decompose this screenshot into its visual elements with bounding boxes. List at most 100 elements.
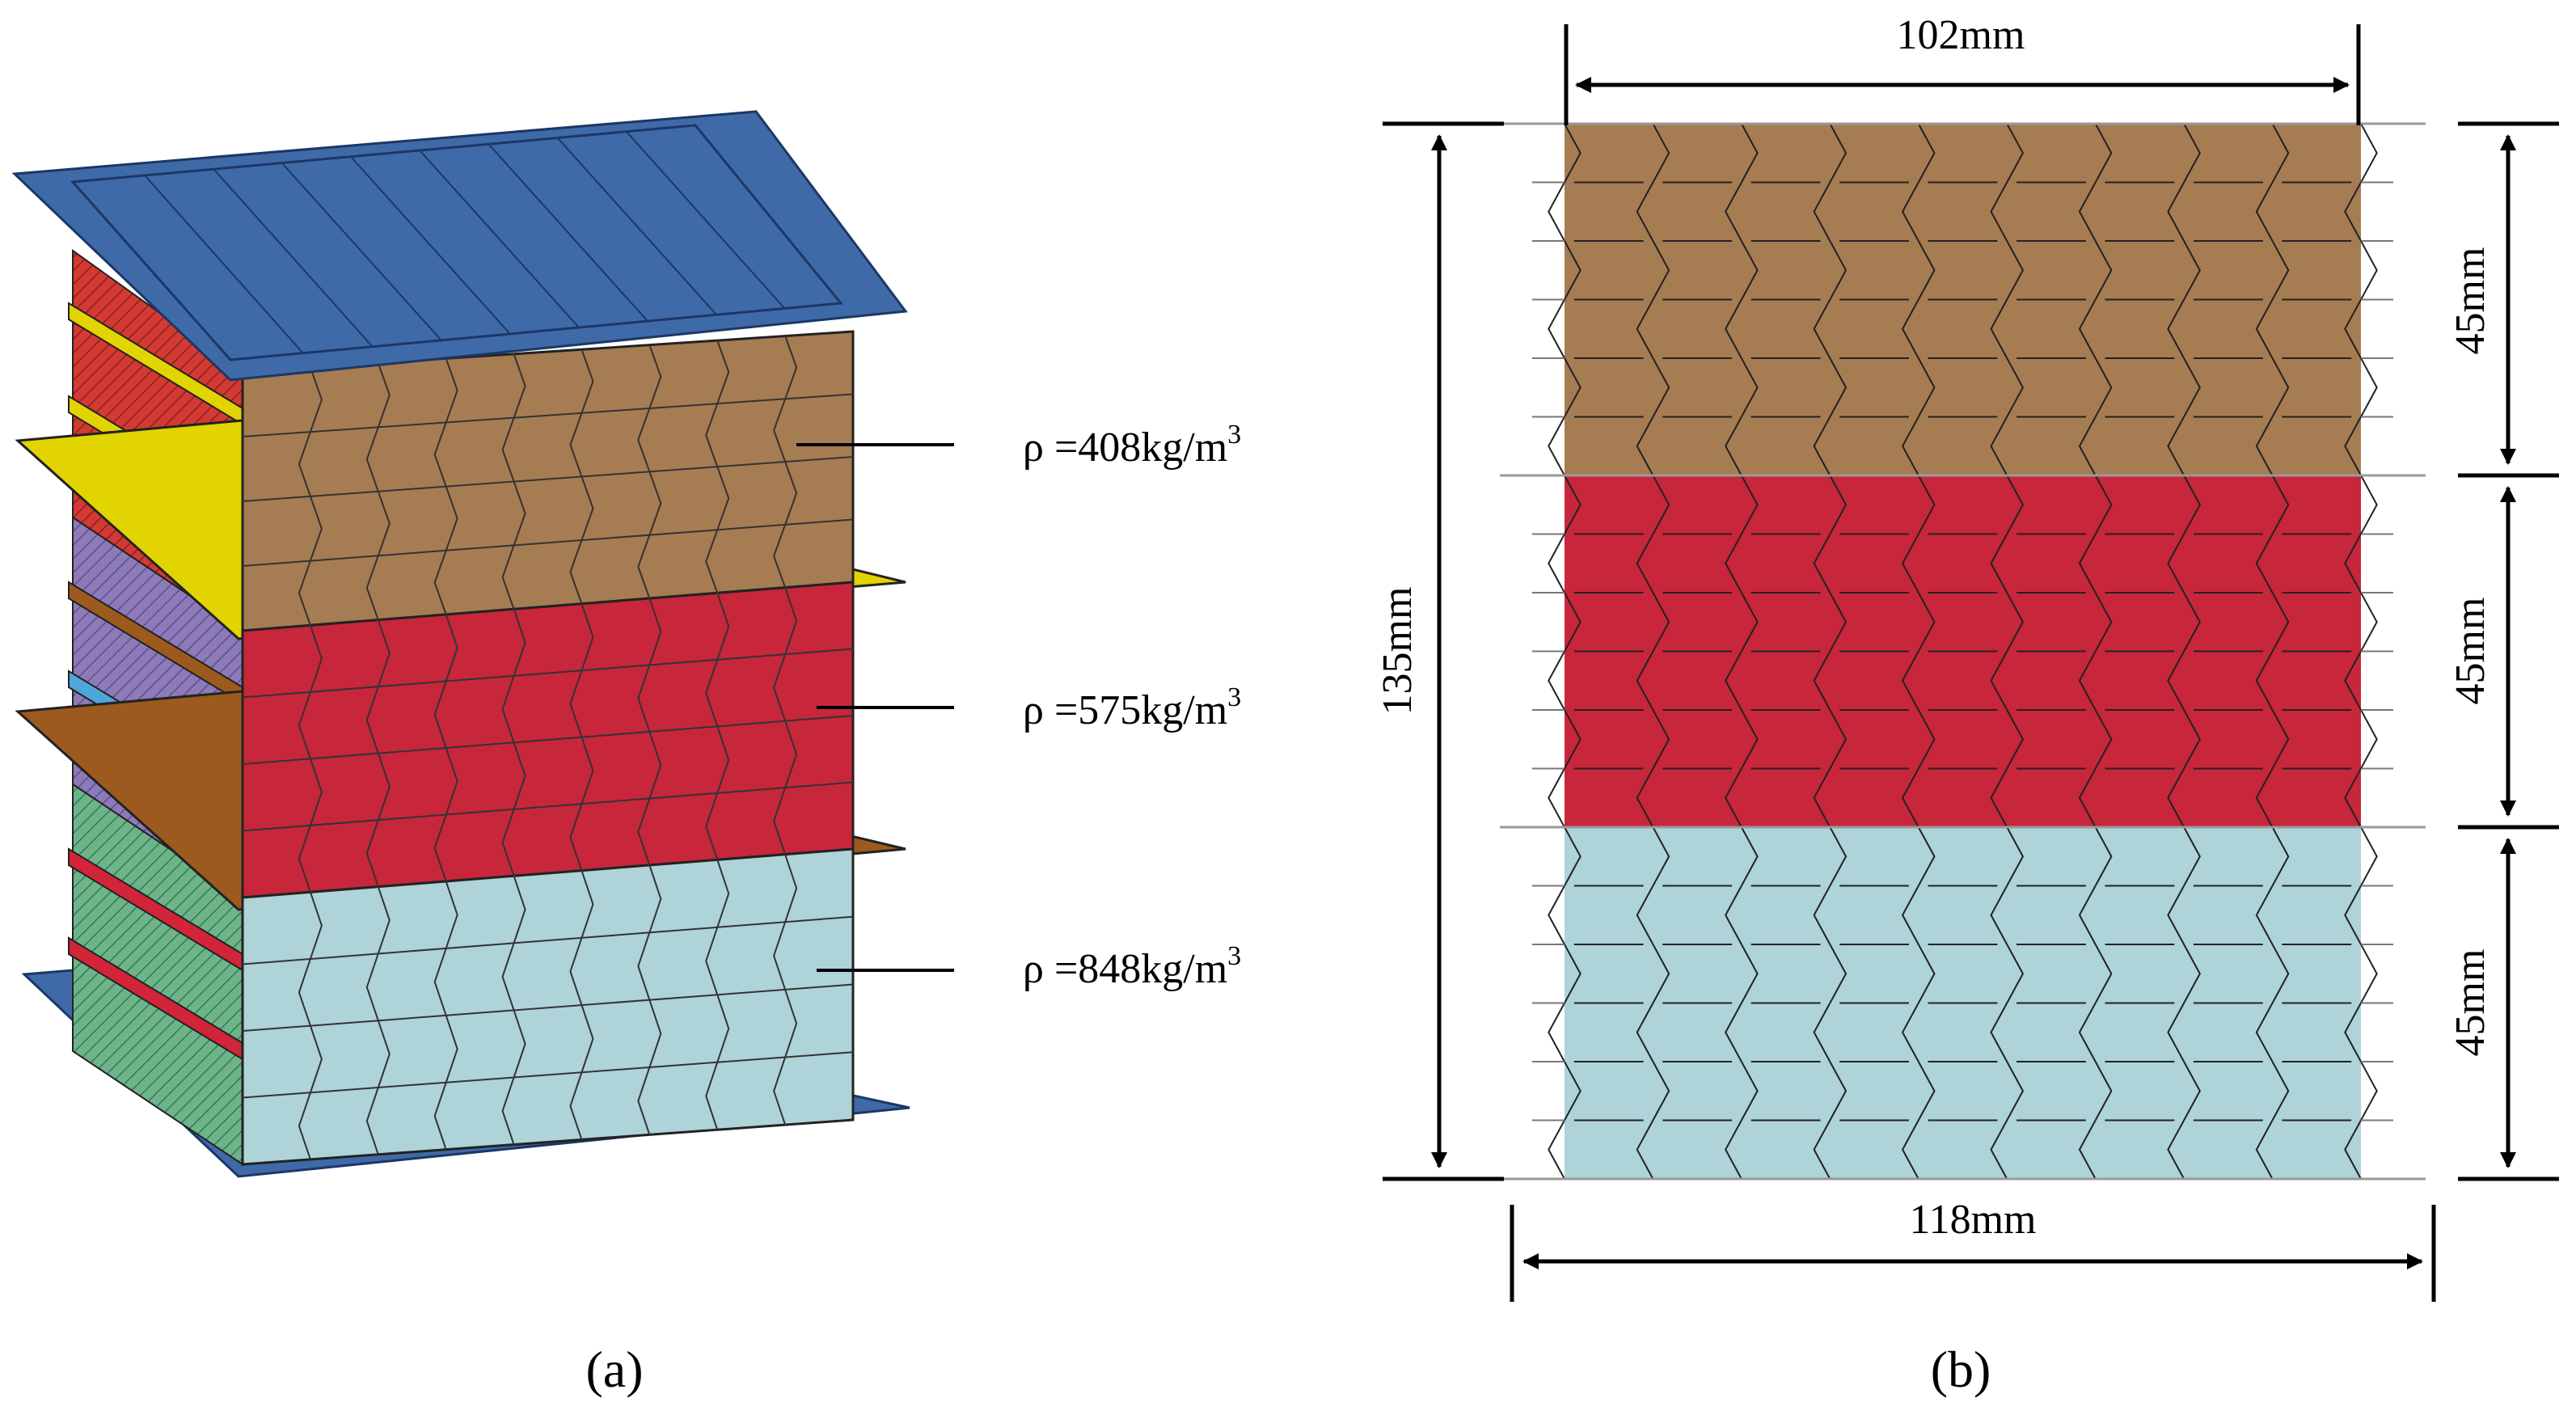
cell-wall xyxy=(2360,826,2378,886)
cell-wall xyxy=(2183,1061,2201,1121)
face-col-wall xyxy=(433,881,458,1150)
cell-wall xyxy=(1652,944,1670,1003)
cell-wall xyxy=(2344,416,2362,476)
face-col-wall xyxy=(365,619,391,887)
cell-wall xyxy=(2360,592,2378,652)
cell-wall xyxy=(1636,416,1654,476)
cell-wall xyxy=(1548,299,1565,359)
cell-wall xyxy=(2094,1061,2113,1121)
total-height-dimension xyxy=(1383,121,1504,1181)
cell-wall xyxy=(1725,885,1742,945)
cell-wall xyxy=(2183,357,2201,417)
cell-wall xyxy=(2078,534,2097,593)
cell-wall xyxy=(1901,768,1919,828)
cell-wall xyxy=(2360,240,2378,300)
cell-wall xyxy=(2344,182,2362,242)
face-row-line xyxy=(242,781,854,832)
cell-wall xyxy=(1901,534,1919,593)
cell-wall xyxy=(1652,475,1670,534)
cell-wall xyxy=(1813,182,1831,242)
face-row-line xyxy=(242,648,854,699)
cell-wall xyxy=(2094,357,2113,417)
density-label-3: ρ =848kg/m3 xyxy=(1023,941,1241,992)
cell-wall xyxy=(2360,123,2378,183)
face-col-wall xyxy=(501,353,526,610)
cell-wall xyxy=(1636,885,1654,945)
top-plate-inset xyxy=(70,124,843,361)
face-col-wall xyxy=(569,870,594,1140)
cell-wall xyxy=(2094,826,2113,886)
face-col-wall xyxy=(705,860,730,1130)
cell-wall xyxy=(2344,768,2362,828)
cell-wall xyxy=(1741,944,1759,1003)
cell-wall xyxy=(1990,768,2008,828)
cell-wall xyxy=(1901,651,1919,711)
cell-wall xyxy=(1564,1061,1581,1121)
cell-wall xyxy=(1548,1003,1565,1062)
cell-wall xyxy=(2006,826,2025,886)
cell-wall xyxy=(2183,123,2201,183)
cell-wall xyxy=(1548,768,1565,828)
caption-b: (b) xyxy=(1931,1341,1991,1398)
cell-wall xyxy=(2006,1061,2025,1121)
layer-height-label-2: 45mm xyxy=(2447,598,2494,705)
cell-wall xyxy=(1829,826,1848,886)
cell-wall xyxy=(1917,123,1936,183)
caption-a: (a) xyxy=(585,1341,643,1398)
cell-wall xyxy=(1548,416,1565,476)
bottom-width-dimension xyxy=(1510,1205,2436,1302)
cell-wall xyxy=(1725,534,1742,593)
cell-wall xyxy=(2255,651,2274,711)
face-col-wall xyxy=(298,892,323,1160)
face-col-wall xyxy=(773,854,798,1126)
face-col-wall xyxy=(433,614,458,882)
cell-wall xyxy=(1990,182,2008,242)
cell-wall xyxy=(1741,826,1759,886)
cell-wall xyxy=(2271,123,2290,183)
face-col-wall xyxy=(637,344,662,599)
cell-wall xyxy=(1829,357,1848,417)
face-col-wall xyxy=(637,598,662,866)
cell-wall xyxy=(2344,1120,2362,1180)
cell-wall xyxy=(2183,240,2201,300)
cell-wall xyxy=(2006,709,2025,769)
cell-wall xyxy=(1741,475,1759,534)
cell-wall xyxy=(2094,240,2113,300)
cell-wall xyxy=(1813,534,1831,593)
cell-wall xyxy=(1725,416,1742,476)
cell-wall xyxy=(2167,651,2185,711)
cell-wall xyxy=(1990,299,2008,359)
cell-wall xyxy=(1725,1003,1742,1062)
cell-wall xyxy=(1901,299,1919,359)
cell-wall xyxy=(1917,592,1936,652)
cell-wall xyxy=(1548,1120,1565,1180)
cell-wall xyxy=(2255,182,2274,242)
face-col-wall xyxy=(501,876,526,1145)
cell-wall xyxy=(1829,123,1848,183)
cell-wall xyxy=(1917,944,1936,1003)
cell-wall xyxy=(1725,182,1742,242)
cell-wall xyxy=(1829,240,1848,300)
face-col-wall xyxy=(569,348,594,605)
cell-wall xyxy=(1901,416,1919,476)
cell-wall xyxy=(1813,768,1831,828)
cell-wall xyxy=(2344,1003,2362,1062)
layer-face-top xyxy=(241,330,855,632)
cell-wall xyxy=(2344,299,2362,359)
cell-wall xyxy=(2167,182,2185,242)
cell-wall xyxy=(2167,534,2185,593)
face-row-line xyxy=(242,518,854,567)
cell-wall xyxy=(2360,357,2378,417)
cell-wall xyxy=(1636,1003,1654,1062)
cell-wall xyxy=(2006,357,2025,417)
face-row-line xyxy=(242,715,854,765)
cell-wall xyxy=(2360,709,2378,769)
cell-wall xyxy=(1813,416,1831,476)
cell-wall xyxy=(2078,651,2097,711)
cell-wall xyxy=(2255,1120,2274,1180)
cell-wall xyxy=(2006,123,2025,183)
layer-height-label-3: 45mm xyxy=(2447,949,2494,1057)
cell-wall xyxy=(1636,768,1654,828)
cell-wall xyxy=(2078,416,2097,476)
cell-wall xyxy=(1564,123,1581,183)
